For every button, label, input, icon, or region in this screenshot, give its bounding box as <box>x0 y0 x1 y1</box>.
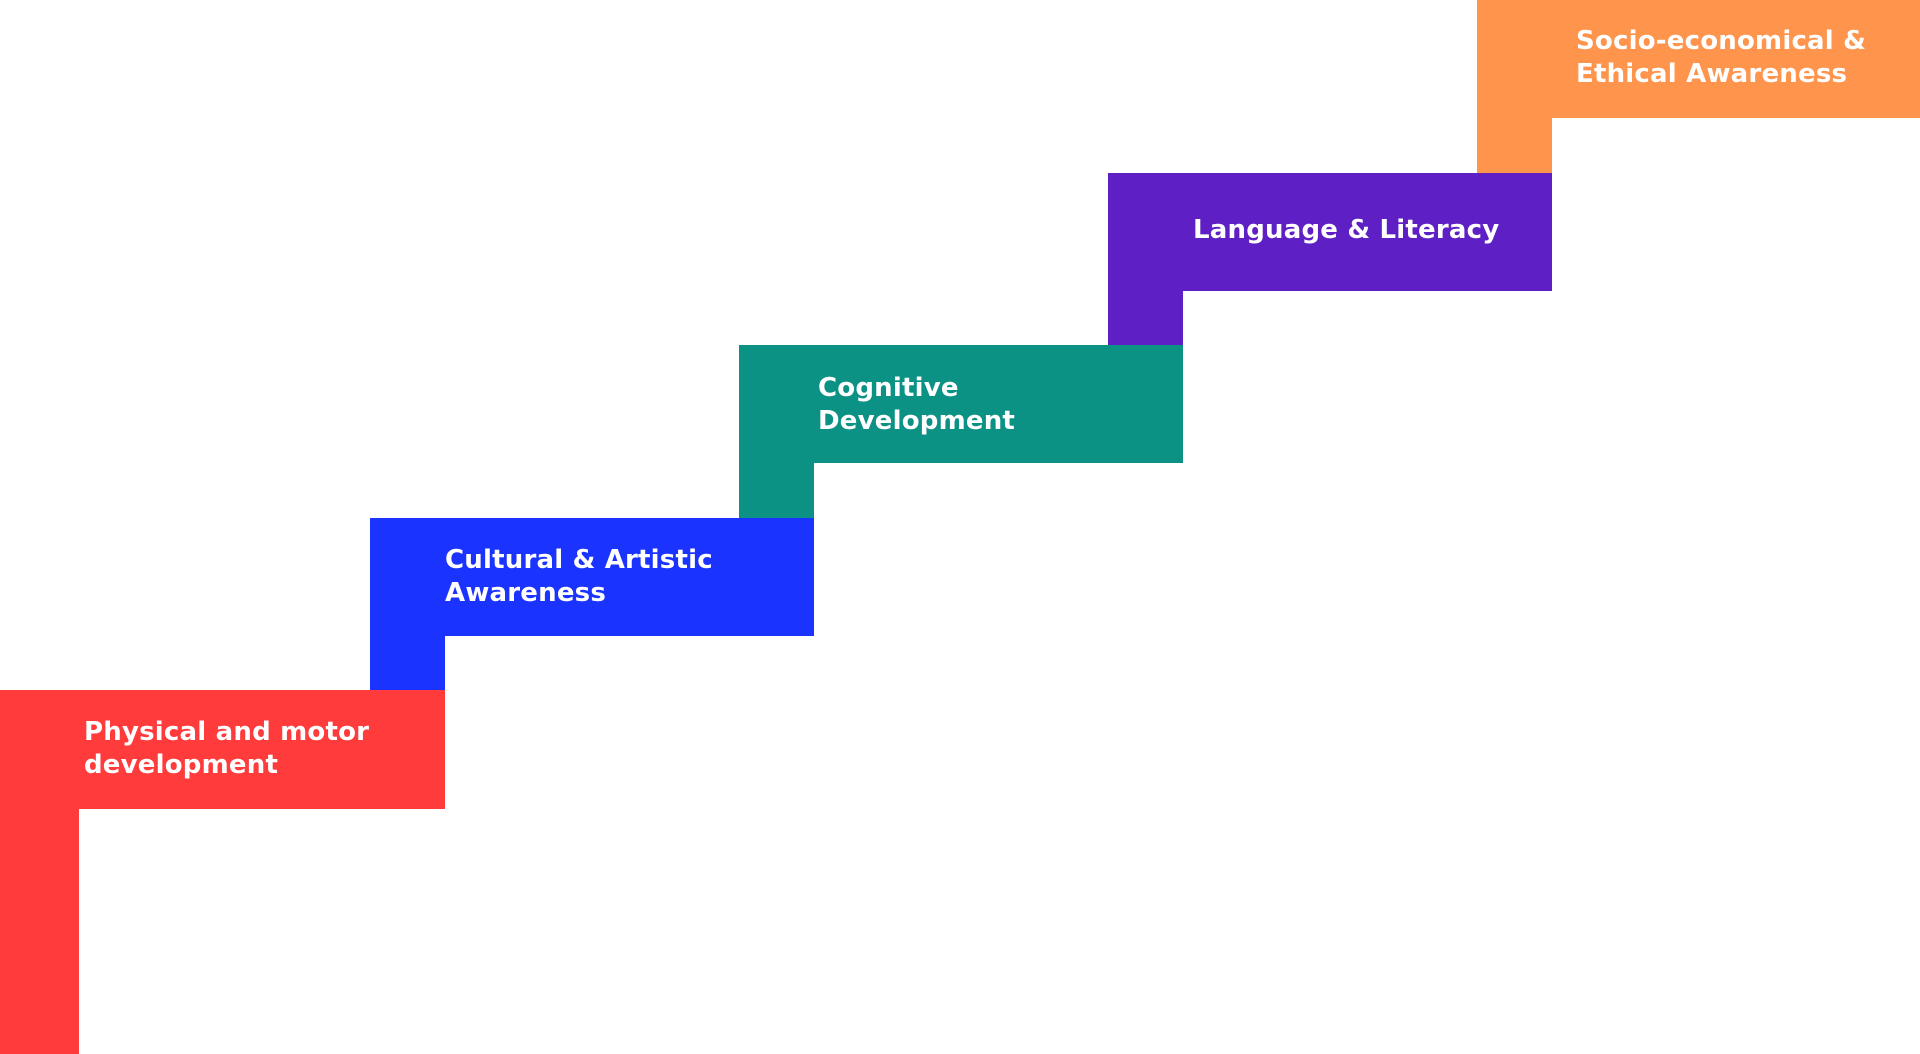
step-4-label: Language & Literacy <box>1193 215 1500 245</box>
step-3-tread <box>739 345 1183 463</box>
step-1-label: Physical and motor development <box>84 717 370 780</box>
step-1-tread <box>0 690 445 809</box>
step-5-tread <box>1477 0 1920 118</box>
step-2-tread <box>370 518 814 636</box>
step-2-label: Cultural & Artistic Awareness <box>445 545 713 608</box>
step-3-label: Cognitive Development <box>818 373 1016 436</box>
step-5-label: Socio-economical & Ethical Awareness <box>1576 26 1867 89</box>
step-4-tread <box>1108 173 1552 291</box>
